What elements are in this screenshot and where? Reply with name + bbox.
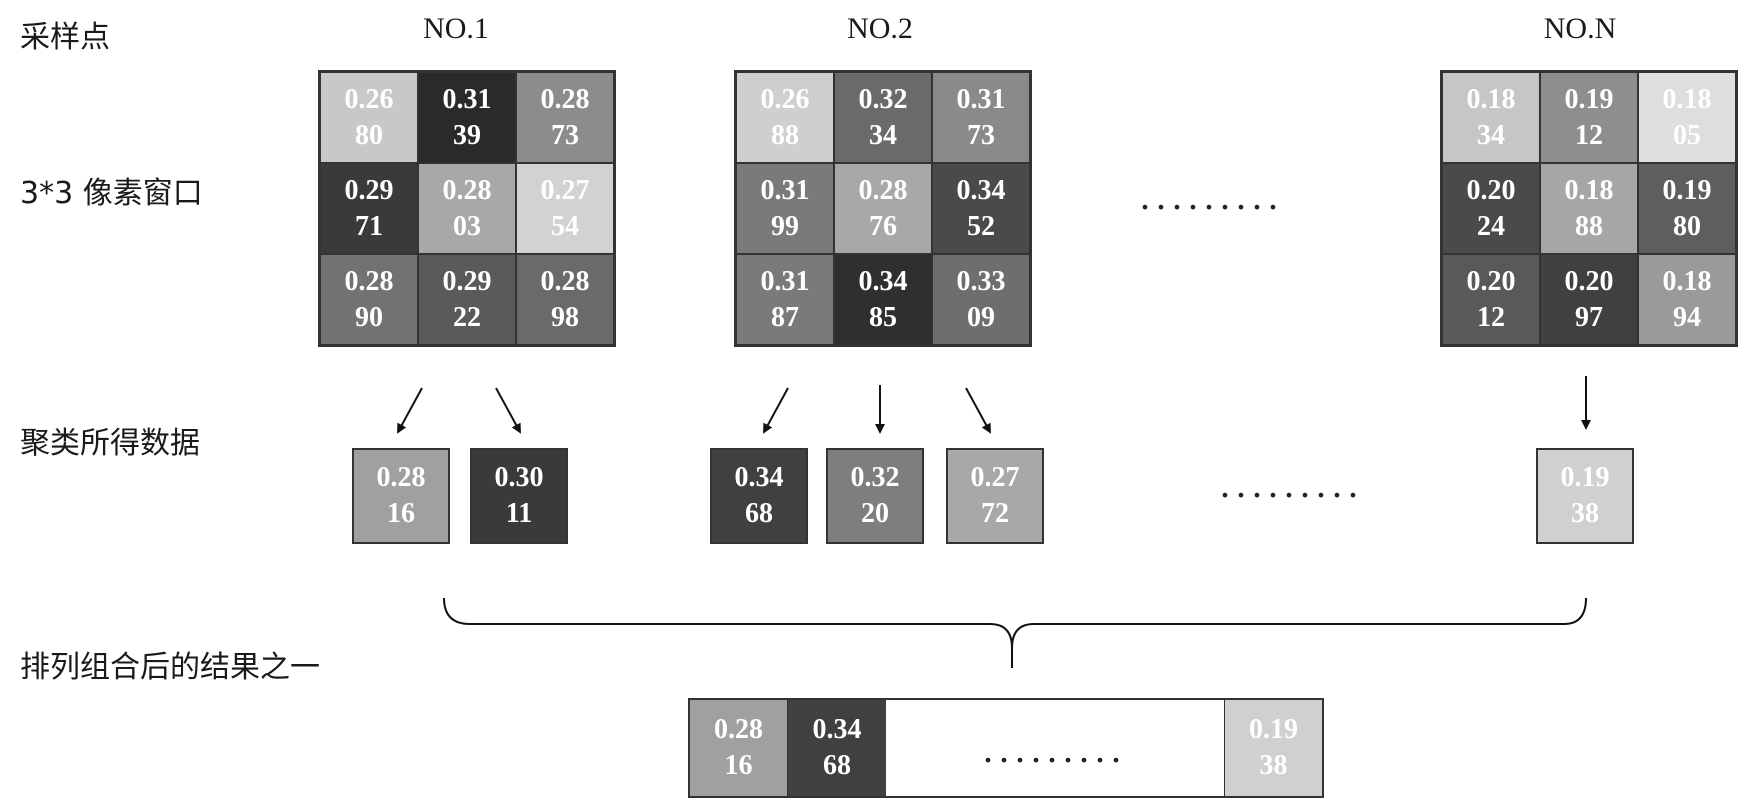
label-sample-points: 采样点: [20, 20, 110, 55]
window-title-n: NO.N: [1543, 12, 1617, 45]
result-ellipsis-area: .........: [886, 700, 1224, 796]
arrow-2: [495, 387, 521, 434]
arrow-1: [397, 387, 423, 434]
label-result: 排列组合后的结果之一: [20, 650, 320, 685]
ellipsis-result: .........: [983, 725, 1127, 771]
curly-brace: [443, 597, 1587, 649]
window-title-1: NO.1: [423, 12, 489, 45]
arrow-5: [965, 387, 991, 434]
ellipsis-windows: .........: [1140, 173, 1284, 218]
window-title-2: NO.2: [847, 12, 913, 45]
label-cluster-data: 聚类所得数据: [20, 426, 200, 461]
arrow-3: [763, 387, 789, 434]
label-pixel-window: 3*3 像素窗口: [20, 176, 203, 211]
ellipsis-clusters: .........: [1220, 461, 1364, 506]
